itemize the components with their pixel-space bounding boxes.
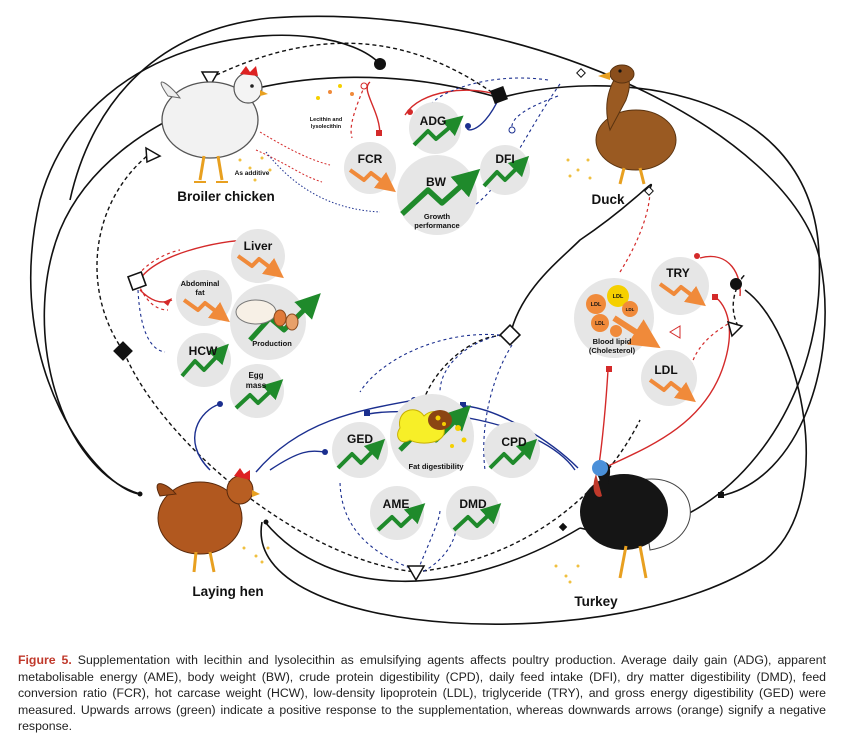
ldl-bubble-2: LDL [613, 294, 624, 300]
egg-mass-label-1: Egg [248, 371, 263, 380]
dfi-label: DFI [495, 152, 514, 166]
laying-hen-label: Laying hen [192, 584, 263, 599]
blue-dotted-arrows [265, 151, 381, 213]
growth-label-2: performance [414, 221, 459, 230]
blood-lipid-label-1: Blood lipid [593, 337, 632, 346]
adg-up-arrow [412, 115, 464, 147]
blood-lipid-cluster [586, 285, 638, 337]
growth-label-1: Growth [424, 212, 451, 221]
ged-up-arrow [336, 438, 386, 470]
hcw-up-arrow [180, 343, 229, 378]
abdominal-fat-label-2: fat [195, 288, 205, 297]
try-down-arrow [658, 282, 706, 307]
fat-digestibility-label: Fat digestibility [408, 462, 464, 471]
abdominal-fat-down-arrow [182, 298, 230, 323]
egg-mass-up-arrow [234, 379, 284, 410]
caption-text: Supplementation with lecithin and lysole… [18, 653, 826, 734]
link-markers [113, 58, 744, 582]
try-label: TRY [666, 266, 690, 280]
hcw-label: HCW [189, 344, 218, 358]
duck-image [595, 64, 677, 185]
turkey-label: Turkey [574, 594, 618, 609]
cpd-up-arrow [488, 438, 538, 470]
ame-up-arrow [376, 503, 426, 532]
lecithin-label-2: lysolecithin [311, 124, 342, 130]
liver-label: Liver [244, 239, 273, 253]
cpd-label: CPD [501, 435, 527, 449]
diagram-canvas: Broiler chicken Duck Laying hen Turkey A… [29, 15, 826, 625]
text-labels: Broiler chicken Duck Laying hen Turkey A… [177, 114, 690, 609]
laying-hen-image [156, 468, 260, 573]
ame-label: AME [383, 497, 410, 511]
duck-label: Duck [591, 192, 625, 207]
as-additive-label: As additive [235, 170, 270, 177]
blood-lipid-down-arrow [612, 315, 661, 349]
bw-up-arrow [400, 168, 481, 217]
decoration-dots [238, 84, 592, 584]
adg-label: ADG [420, 114, 447, 128]
figure-caption: Figure 5. Supplementation with lecithin … [18, 652, 826, 735]
fcr-label: FCR [358, 152, 383, 166]
broiler-chicken-label: Broiler chicken [177, 189, 275, 204]
fat-digestibility-illustration [397, 409, 467, 448]
red-dotted-arrows [255, 131, 331, 183]
egg-mass-label-2: mass [246, 381, 267, 390]
liver-down-arrow [236, 254, 284, 279]
dmd-label: DMD [459, 497, 487, 511]
fcr-down-arrow [348, 168, 396, 193]
ged-label: GED [347, 432, 373, 446]
turkey-image [580, 460, 691, 579]
dmd-up-arrow [452, 503, 502, 532]
figure-label: Figure 5. [18, 653, 72, 667]
lecithin-label-1: Lecithin and [310, 117, 342, 123]
production-illustration [235, 299, 299, 331]
broiler-chicken-image [160, 66, 268, 183]
ldl-label: LDL [654, 363, 677, 377]
bw-label: BW [426, 175, 447, 189]
dfi-up-arrow [482, 155, 530, 188]
blood-lipid-label-2: (Cholesterol) [589, 346, 636, 355]
ldl-bubble-1: LDL [591, 302, 602, 308]
negative-arrows [182, 168, 706, 403]
ldl-bubble-3: LDL [626, 307, 635, 312]
ldl-down-arrow [648, 378, 696, 403]
abdominal-fat-label-1: Abdominal [181, 279, 220, 288]
production-label: Production [252, 339, 292, 348]
ldl-bubble-4: LDL [595, 321, 605, 327]
